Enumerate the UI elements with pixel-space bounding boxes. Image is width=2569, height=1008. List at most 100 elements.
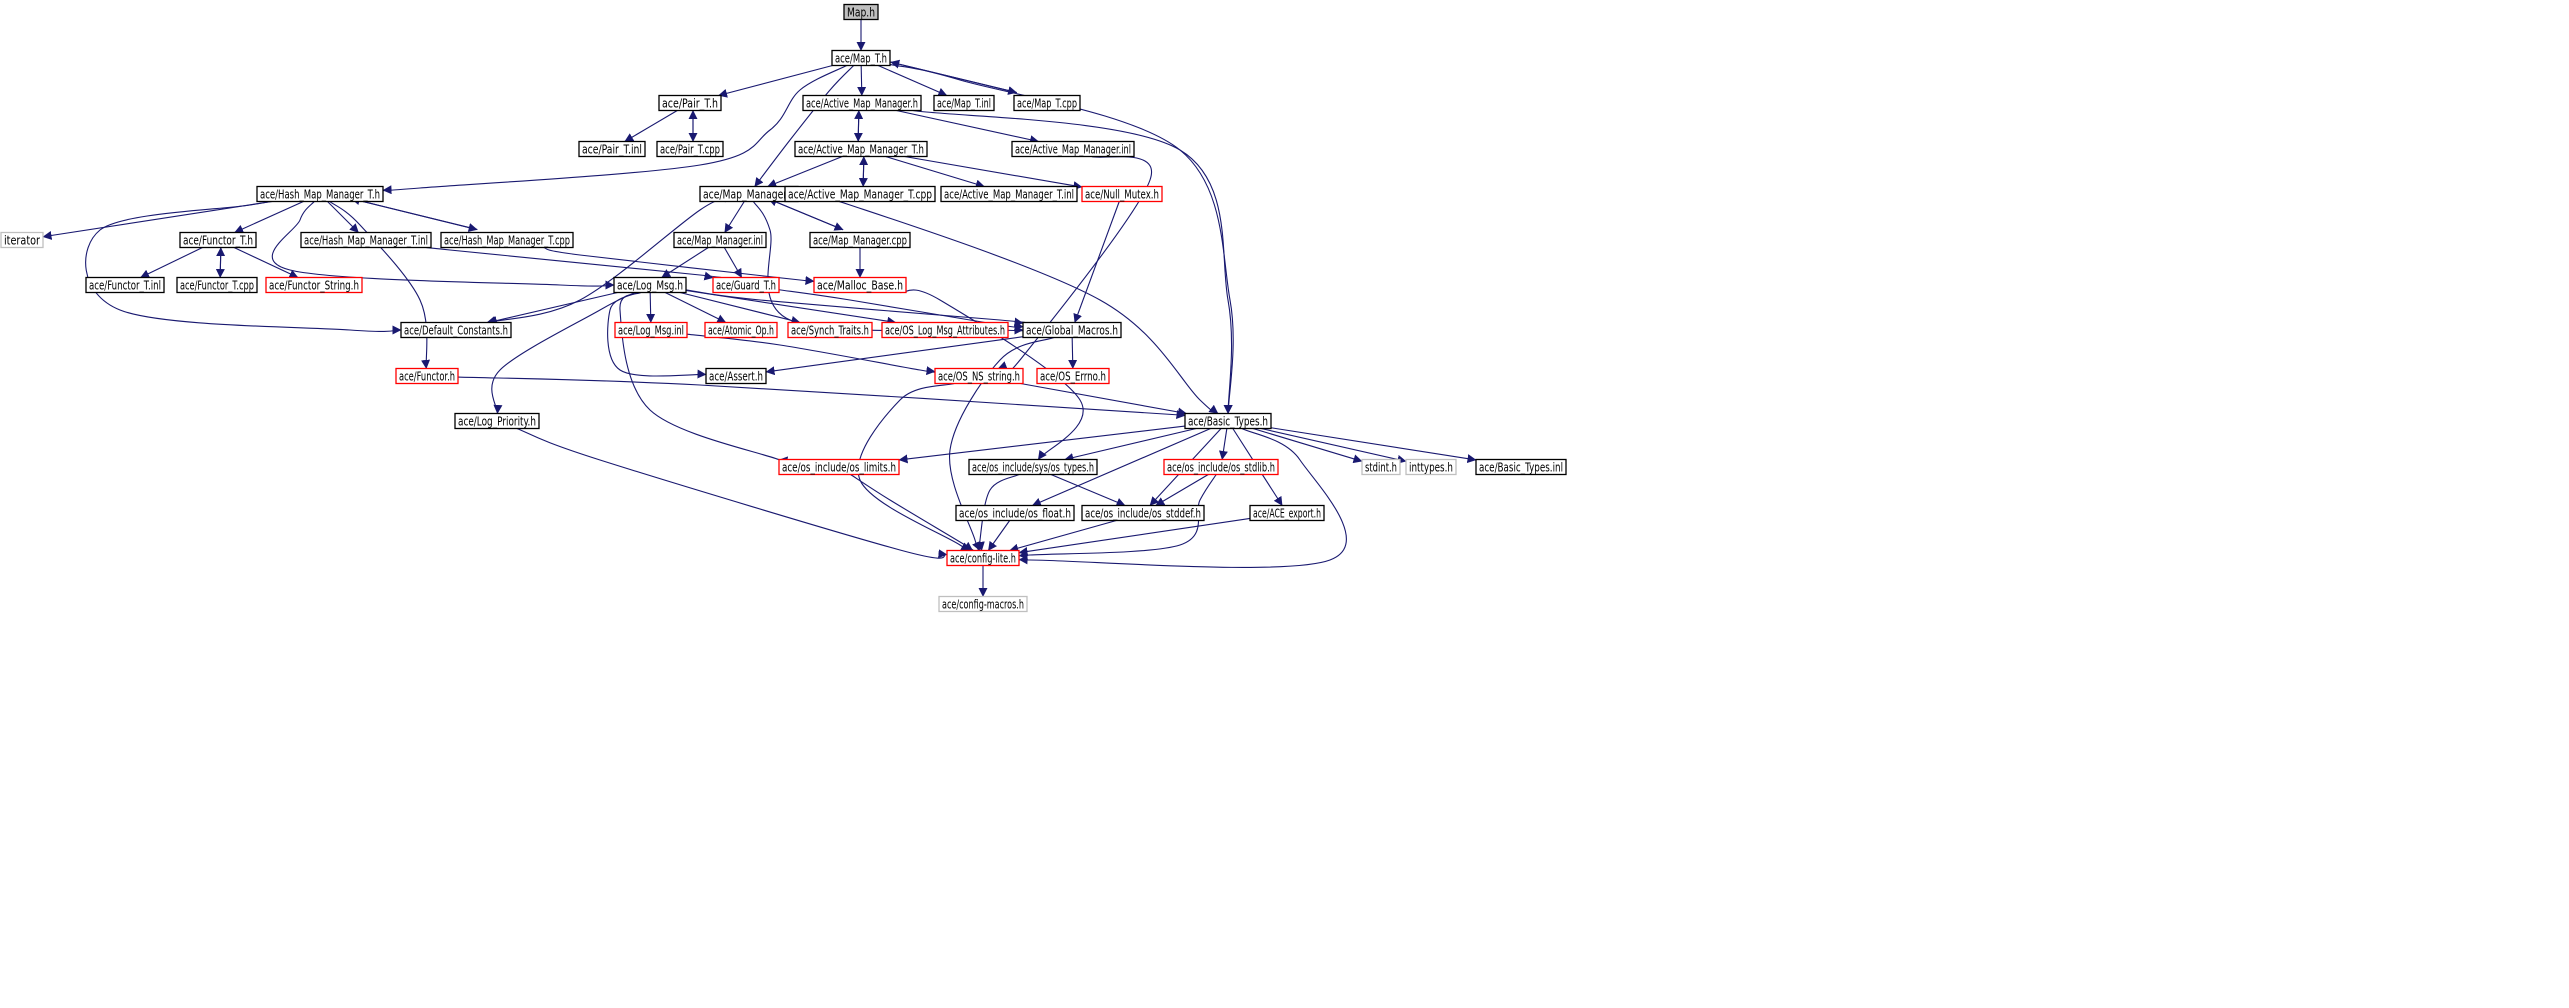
node-log-msg-inl[interactable]: ace/Log_Msg.inl [614, 321, 688, 339]
node-box [85, 276, 165, 294]
edge-basic-types-h-to-os-float-h [1031, 427, 1211, 507]
node-map-manager-inl[interactable]: ace/Map_Manager.inl [673, 231, 767, 249]
node-log-msg-h[interactable]: ace/Log_Msg.h [613, 276, 687, 294]
node-box [454, 412, 540, 430]
node-label: ace/OS_NS_string.h [938, 368, 1020, 383]
edge-map-t-h-to-map-manager-h [754, 65, 855, 187]
node-label: ace/Log_Msg.h [617, 277, 683, 292]
node-config-lite-h[interactable]: ace/config-lite.h [946, 549, 1020, 567]
node-active-mm-h[interactable]: ace/Active_Map_Manager.h [802, 94, 922, 112]
node-label: inttypes.h [1409, 459, 1453, 474]
node-box [802, 94, 922, 112]
node-hash-mm-t-inl[interactable]: ace/Hash_Map_Manager_T.inl [300, 231, 432, 249]
node-label: iterator [4, 232, 41, 247]
node-label: ace/OS_Errno.h [1040, 368, 1106, 383]
node-map-t-inl[interactable]: ace/Map_T.inl [933, 94, 995, 112]
edge-active-mm-t-h-to-active-mm-h [854, 109, 864, 142]
node-stdint-h: stdint.h [1361, 458, 1401, 476]
edge-functor-t-h-to-functor-t-inl [140, 247, 203, 278]
edge-guard-t-h-to-global-macros-h [778, 289, 1024, 331]
node-label: ace/Assert.h [709, 368, 763, 383]
node-os-ns-string-h[interactable]: ace/OS_NS_string.h [934, 367, 1024, 385]
node-box [778, 458, 900, 476]
edge-map-t-h-to-pair-t-h [718, 64, 833, 98]
edge-hash-mm-t-inl-to-guard-t-h [423, 246, 724, 281]
node-functor-string-h[interactable]: ace/Functor_String.h [265, 276, 363, 294]
node-label: ace/Map_Manager.cpp [813, 232, 907, 247]
node-malloc-base-h[interactable]: ace/Malloc_Base.h [813, 276, 907, 294]
node-label: ace/Hash_Map_Manager_T.h [260, 186, 380, 201]
node-box [1036, 367, 1110, 385]
node-functor-t-inl[interactable]: ace/Functor_T.inl [85, 276, 165, 294]
node-os-stddef-h[interactable]: ace/os_include/os_stddef.h [1081, 504, 1205, 522]
edge-active-mm-t-cpp-to-active-mm-t-h [859, 156, 869, 187]
node-map-t-cpp[interactable]: ace/Map_T.cpp [1013, 94, 1081, 112]
node-active-mm-inl[interactable]: ace/Active_Map_Manager.inl [1011, 140, 1135, 158]
edge-map-manager-inl-to-guard-t-h [723, 247, 743, 278]
node-os-log-msg-attr-h[interactable]: ace/OS_Log_Msg_Attributes.h [881, 321, 1009, 339]
node-os-stdlib-h[interactable]: ace/os_include/os_stdlib.h [1163, 458, 1279, 476]
node-os-float-h[interactable]: ace/os_include/os_float.h [955, 504, 1075, 522]
edge-log-msg-h-to-synch-traits-h [679, 291, 801, 325]
edge-map-t-cpp-to-map-t-h [890, 59, 1017, 94]
edge-functor-t-cpp-to-functor-t-h [216, 247, 226, 278]
node-map-manager-cpp[interactable]: ace/Map_Manager.cpp [809, 231, 911, 249]
node-box [1475, 458, 1567, 476]
node-basic-types-h[interactable]: ace/Basic_Types.h [1184, 412, 1272, 430]
node-map-manager-h[interactable]: ace/Map_Manager.h [699, 185, 799, 203]
node-functor-t-cpp[interactable]: ace/Functor_T.cpp [176, 276, 258, 294]
node-atomic-op-h[interactable]: ace/Atomic_Op.h [704, 321, 778, 339]
node-hash-mm-t-h[interactable]: ace/Hash_Map_Manager_T.h [256, 185, 384, 203]
node-box [938, 595, 1028, 613]
node-label: ace/Active_Map_Manager.inl [1015, 141, 1131, 156]
edge-basic-types-h-to-os-stdlib-h [1218, 428, 1228, 460]
node-box [256, 185, 384, 203]
node-box [179, 231, 257, 249]
edge-basic-types-h-to-sys-os-types-h [1064, 427, 1197, 462]
node-pair-t-inl[interactable]: ace/Pair_T.inl [578, 140, 646, 158]
node-box [705, 367, 767, 385]
node-box [658, 94, 722, 112]
node-label: Map.h [847, 4, 875, 19]
edge-map-t-h-to-map-t-inl [877, 64, 948, 97]
node-box [946, 549, 1020, 567]
node-null-mutex-h[interactable]: ace/Null_Mutex.h [1081, 185, 1163, 203]
node-label: ace/config-macros.h [942, 596, 1024, 611]
node-active-mm-t-h[interactable]: ace/Active_Map_Manager_T.h [794, 140, 928, 158]
node-ace-export-h[interactable]: ace/ACE_export.h [1249, 504, 1325, 522]
node-box [940, 185, 1078, 203]
node-pair-t-h[interactable]: ace/Pair_T.h [658, 94, 722, 112]
node-active-mm-t-inl[interactable]: ace/Active_Map_Manager_T.inl [940, 185, 1078, 203]
node-sys-os-types-h[interactable]: ace/os_include/sys/os_types.h [968, 458, 1098, 476]
node-pair-t-cpp[interactable]: ace/Pair_T.cpp [656, 140, 724, 158]
node-os-errno-h[interactable]: ace/OS_Errno.h [1036, 367, 1110, 385]
node-box [955, 504, 1075, 522]
node-active-mm-t-cpp[interactable]: ace/Active_Map_Manager_T.cpp [784, 185, 936, 203]
node-functor-t-h[interactable]: ace/Functor_T.h [179, 231, 257, 249]
node-box [843, 3, 879, 21]
node-box [1081, 185, 1163, 203]
node-guard-t-h[interactable]: ace/Guard_T.h [712, 276, 780, 294]
node-box [614, 321, 688, 339]
node-box [1249, 504, 1325, 522]
node-label: ace/Log_Msg.inl [618, 322, 684, 337]
edge-os-ns-string-h-to-basic-types-h [1020, 382, 1187, 417]
node-functor-h[interactable]: ace/Functor.h [395, 367, 459, 385]
node-map-t-h[interactable]: ace/Map_T.h [831, 49, 891, 67]
node-synch-traits-h[interactable]: ace/Synch_Traits.h [787, 321, 873, 339]
node-label: ace/Default_Constants.h [404, 322, 508, 337]
node-os-limits-h[interactable]: ace/os_include/os_limits.h [778, 458, 900, 476]
node-basic-types-inl[interactable]: ace/Basic_Types.inl [1475, 458, 1567, 476]
node-assert-h[interactable]: ace/Assert.h [705, 367, 767, 385]
node-box [1163, 458, 1279, 476]
node-default-constants-h[interactable]: ace/Default_Constants.h [400, 321, 512, 339]
node-label: ace/os_include/os_float.h [959, 505, 1071, 520]
node-map-h[interactable]: Map.h [843, 3, 879, 21]
node-label: ace/os_include/sys/os_types.h [972, 459, 1094, 474]
node-box [813, 276, 907, 294]
node-hash-mm-t-cpp[interactable]: ace/Hash_Map_Manager_T.cpp [440, 231, 574, 249]
node-log-priority-h[interactable]: ace/Log_Priority.h [454, 412, 540, 430]
node-global-macros-h[interactable]: ace/Global_Macros.h [1022, 321, 1122, 339]
node-label: ace/Hash_Map_Manager_T.cpp [444, 232, 570, 247]
